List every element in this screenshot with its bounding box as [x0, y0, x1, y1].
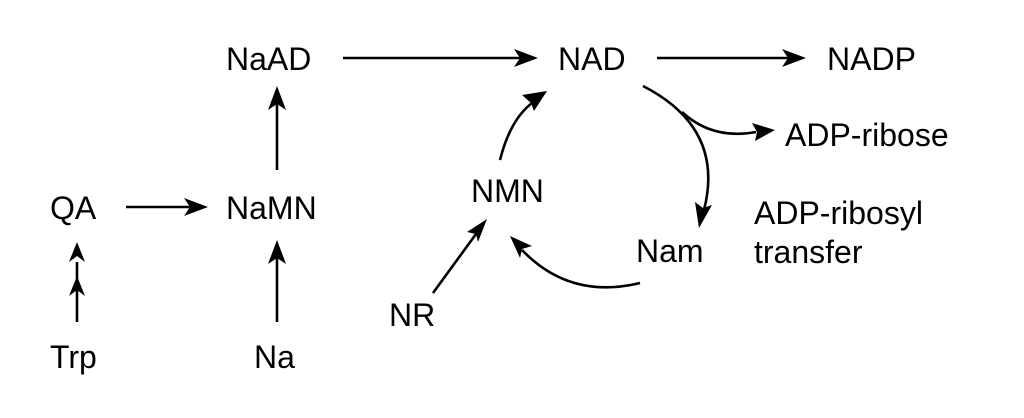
node-adp-ribosyl-line2: transfer — [754, 234, 863, 270]
node-adp-ribose: ADP-ribose — [785, 117, 949, 153]
arrow-nam-to-nmn — [510, 236, 641, 289]
node-nmn: NMN — [471, 173, 544, 209]
arrow-na-to-namn — [268, 240, 286, 322]
node-adp-ribosyl-line1: ADP-ribosyl — [754, 195, 923, 231]
node-namn: NaMN — [226, 190, 317, 226]
arrow-trp-to-qa — [69, 242, 85, 322]
arrow-nmn-to-nad — [498, 91, 547, 161]
arrow-nad-to-nadp — [657, 49, 806, 67]
node-nad: NAD — [558, 41, 626, 77]
arrow-nad-to-nam — [642, 84, 712, 228]
arrow-nr-to-nmn — [431, 219, 487, 294]
node-qa: QA — [50, 190, 97, 226]
arrow-namn-to-naad — [268, 86, 286, 170]
node-trp: Trp — [50, 339, 97, 375]
node-naad: NaAD — [226, 41, 311, 77]
node-nadp: NADP — [827, 41, 916, 77]
node-nam: Nam — [636, 233, 704, 269]
arrow-naad-to-nad — [343, 49, 538, 67]
node-na: Na — [254, 339, 295, 375]
arrow-nad-to-adp-ribose — [681, 111, 775, 141]
arrow-qa-to-namn — [126, 198, 208, 216]
node-nr: NR — [389, 297, 435, 333]
